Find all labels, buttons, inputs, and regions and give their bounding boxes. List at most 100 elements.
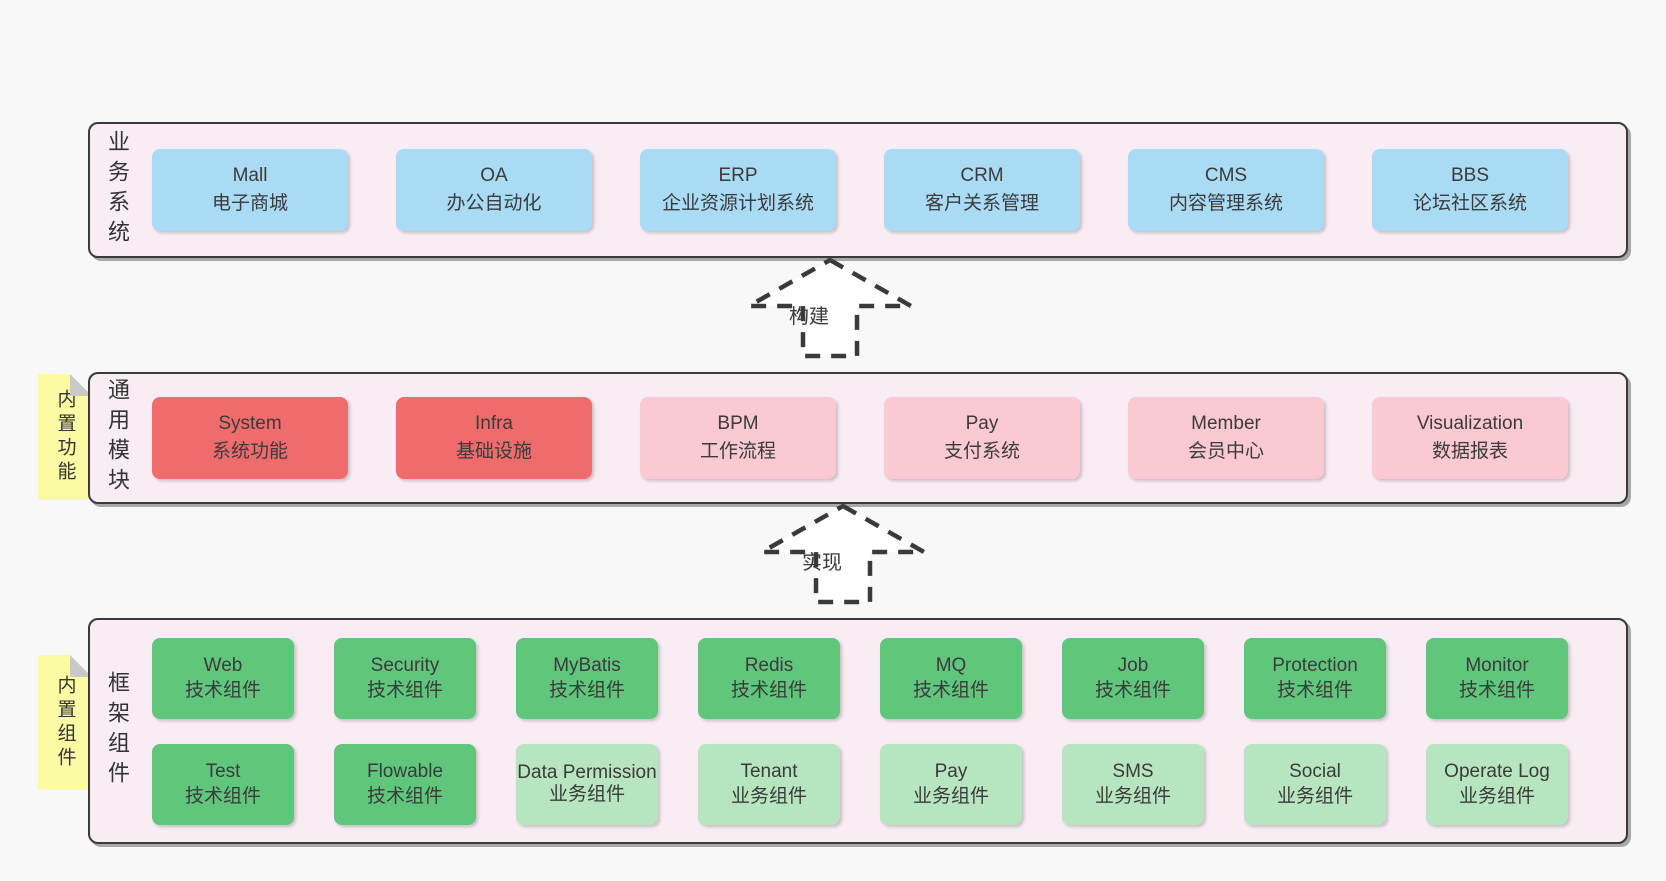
box-subtitle: 技术组件: [366, 786, 443, 807]
box-data-permission: Data Permission 业务组件: [516, 743, 658, 825]
arrow-label: 构建: [789, 306, 829, 328]
box-sms: SMS 业务组件: [1062, 743, 1204, 825]
box-pay-component: Pay 业务组件: [880, 743, 1022, 825]
box-subtitle: 论坛社区系统: [1412, 193, 1527, 214]
box-title: Monitor: [1465, 654, 1529, 676]
box-mq: MQ 技术组件: [880, 637, 1022, 719]
dashed-up-arrow-icon: [758, 503, 928, 605]
box-subtitle: 会员中心: [1187, 441, 1264, 462]
box-subtitle: 技术组件: [548, 680, 625, 701]
panel-label-business-systems: 业务系统: [105, 130, 130, 250]
box-title: Tenant: [740, 760, 798, 782]
box-pay-module: Pay 支付系统: [884, 397, 1080, 479]
box-tenant: Tenant 业务组件: [698, 743, 840, 825]
box-title: Redis: [744, 654, 794, 676]
box-subtitle: 内容管理系统: [1168, 193, 1283, 214]
box-title: Operate Log: [1444, 760, 1550, 782]
box-operate-log: Operate Log 业务组件: [1426, 743, 1568, 825]
box-redis: Redis 技术组件: [698, 637, 840, 719]
box-subtitle: 技术组件: [912, 680, 989, 701]
dashed-up-arrow-icon: [745, 257, 915, 359]
box-title: Flowable: [366, 760, 444, 782]
component-row-1: Web 技术组件 Security 技术组件 MyBatis 技术组件 Redi…: [152, 637, 1568, 719]
box-title: BBS: [1450, 164, 1490, 186]
box-test: Test 技术组件: [152, 743, 294, 825]
panel-body: Web 技术组件 Security 技术组件 MyBatis 技术组件 Redi…: [144, 620, 1626, 842]
sticky-note-built-in-components: 内置组件: [38, 655, 92, 790]
panel-label-framework-components: 框架组件: [105, 671, 130, 791]
box-subtitle: 技术组件: [184, 680, 261, 701]
box-oa: OA 办公自动化: [396, 149, 592, 231]
box-title: SMS: [1112, 760, 1154, 782]
box-subtitle: 基础设施: [455, 441, 532, 462]
box-title: Test: [205, 760, 241, 782]
box-title: BPM: [717, 412, 759, 434]
box-title: Web: [203, 654, 243, 676]
arrow-label: 实现: [802, 552, 842, 574]
box-subtitle: 业务组件: [1458, 786, 1535, 807]
box-subtitle: 电子商城: [211, 193, 288, 214]
box-title: Mall: [232, 164, 268, 186]
box-subtitle: 技术组件: [366, 680, 443, 701]
box-member: Member 会员中心: [1128, 397, 1324, 479]
box-title: Infra: [474, 412, 514, 434]
box-web: Web 技术组件: [152, 637, 294, 719]
box-title: CMS: [1204, 164, 1248, 186]
box-bbs: BBS 论坛社区系统: [1372, 149, 1568, 231]
box-subtitle: 技术组件: [1094, 680, 1171, 701]
box-title: Social: [1289, 760, 1341, 782]
box-subtitle: 技术组件: [730, 680, 807, 701]
box-subtitle: 业务组件: [1094, 786, 1171, 807]
box-mall: Mall 电子商城: [152, 149, 348, 231]
box-subtitle: 数据报表: [1431, 441, 1508, 462]
box-visualization: Visualization 数据报表: [1372, 397, 1568, 479]
box-subtitle: 技术组件: [1276, 680, 1353, 701]
box-subtitle: 客户关系管理: [924, 193, 1039, 214]
box-social: Social 业务组件: [1244, 743, 1386, 825]
box-subtitle: 支付系统: [943, 441, 1020, 462]
box-title: Job: [1117, 654, 1149, 676]
box-cms: CMS 内容管理系统: [1128, 149, 1324, 231]
box-subtitle: 工作流程: [699, 441, 776, 462]
box-subtitle: 技术组件: [184, 786, 261, 807]
box-subtitle: 办公自动化: [446, 193, 542, 214]
panel-body: System 系统功能 Infra 基础设施 BPM 工作流程 Pay 支付系统…: [144, 374, 1626, 502]
box-job: Job 技术组件: [1062, 637, 1204, 719]
box-subtitle: 业务组件: [730, 786, 807, 807]
box-subtitle: 业务组件: [548, 784, 625, 805]
panel-body: Mall 电子商城 OA 办公自动化 ERP 企业资源计划系统 CRM 客户关系…: [144, 124, 1626, 256]
box-security: Security 技术组件: [334, 637, 476, 719]
box-title: Member: [1191, 412, 1261, 434]
box-infra: Infra 基础设施: [396, 397, 592, 479]
box-protection: Protection 技术组件: [1244, 637, 1386, 719]
box-monitor: Monitor 技术组件: [1426, 637, 1568, 719]
box-title: MQ: [935, 654, 967, 676]
box-title: Pay: [934, 760, 968, 782]
box-title: MyBatis: [553, 654, 621, 676]
box-crm: CRM 客户关系管理: [884, 149, 1080, 231]
sticky-note-label: 内置组件: [54, 674, 76, 771]
box-mybatis: MyBatis 技术组件: [516, 637, 658, 719]
box-subtitle: 业务组件: [1276, 786, 1353, 807]
box-subtitle: 技术组件: [1458, 680, 1535, 701]
component-row-2: Test 技术组件 Flowable 技术组件 Data Permission …: [152, 743, 1568, 825]
box-title: Pay: [965, 412, 999, 434]
box-title: System: [218, 412, 282, 434]
box-erp: ERP 企业资源计划系统: [640, 149, 836, 231]
box-title: OA: [480, 164, 508, 186]
up-arrow-implement: 实现: [758, 502, 928, 608]
box-subtitle: 企业资源计划系统: [661, 193, 814, 214]
up-arrow-build: 构建: [745, 256, 915, 362]
box-bpm: BPM 工作流程: [640, 397, 836, 479]
box-title: ERP: [718, 164, 758, 186]
panel-framework-components: 框架组件 Web 技术组件 Security 技术组件 MyBatis 技术组件…: [88, 618, 1628, 844]
sticky-note-label: 内置功能: [54, 389, 76, 485]
panel-label-common-modules: 通用模块: [105, 378, 130, 498]
box-subtitle: 系统功能: [211, 441, 288, 462]
panel-common-modules: 通用模块 System 系统功能 Infra 基础设施 BPM 工作流程 Pay…: [88, 372, 1628, 504]
box-title: CRM: [960, 164, 1004, 186]
box-flowable: Flowable 技术组件: [334, 743, 476, 825]
box-subtitle: 业务组件: [912, 786, 989, 807]
panel-business-systems: 业务系统 Mall 电子商城 OA 办公自动化 ERP 企业资源计划系统 CRM…: [88, 122, 1628, 258]
